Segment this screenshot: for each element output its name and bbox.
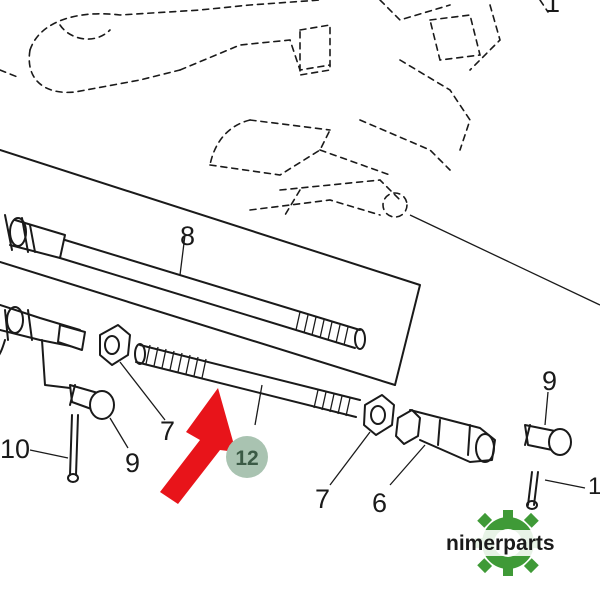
callout-8: 8 [180, 221, 195, 251]
cotter-pin-10 [67, 414, 79, 483]
pin-9-right [524, 391, 572, 456]
leader-10 [29, 449, 69, 459]
part-12-badge: 12 [226, 436, 268, 478]
pointer-arrow [160, 388, 236, 504]
callout-6: 6 [372, 488, 387, 518]
leader-7-left [119, 361, 166, 421]
leader-6 [389, 444, 426, 486]
leader-9-left [109, 417, 129, 449]
pin-9-left [69, 384, 115, 420]
nimerparts-logo: nimerparts [444, 510, 586, 576]
callout-12: 12 [235, 447, 258, 470]
clevis-6 [395, 409, 496, 463]
housing-outline [0, 0, 600, 306]
leader-1-right [544, 479, 586, 489]
leader-7-right [329, 431, 371, 486]
callout-1-top: 1 [545, 0, 560, 18]
rod-8 [4, 214, 366, 350]
callout-9-right: 9 [542, 366, 557, 396]
callout-1-right: 1 [588, 473, 600, 500]
callout-7-left: 7 [160, 416, 175, 446]
left-clevis [0, 304, 86, 389]
callout-9-left: 9 [125, 448, 140, 478]
cotter-pin-1 [526, 471, 539, 510]
rod-12 [134, 343, 361, 426]
brand-name: nimerparts [446, 532, 555, 555]
nut-7-right [363, 394, 395, 436]
callout-10: 10 [0, 434, 30, 464]
nut-7-left [99, 324, 131, 366]
rod-8-frame [0, 149, 421, 386]
callout-7-right: 7 [315, 484, 330, 514]
